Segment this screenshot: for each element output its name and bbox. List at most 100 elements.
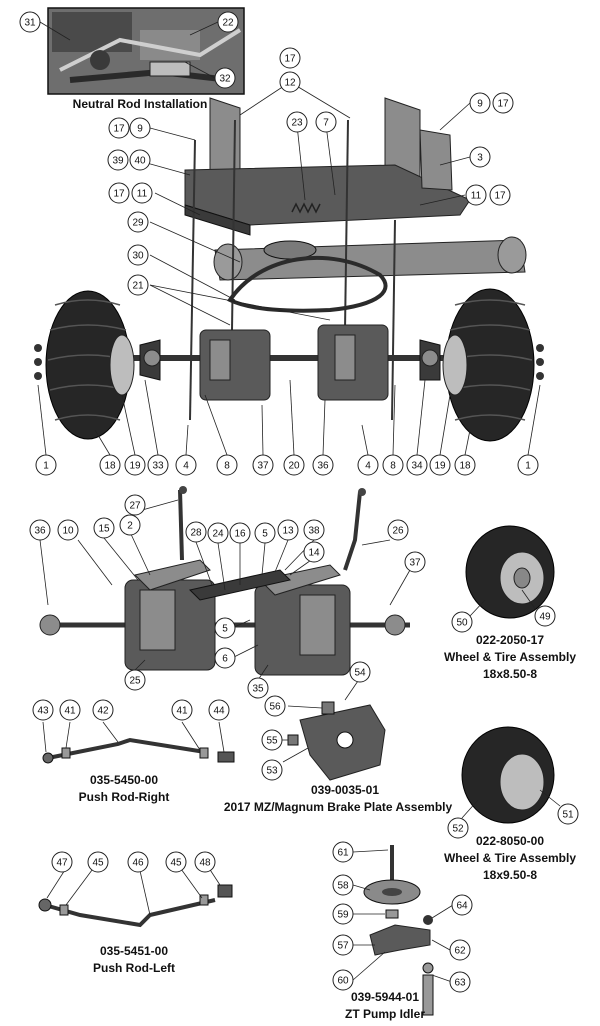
callout-9: 9 [129, 117, 151, 139]
callout-number: 38 [308, 526, 320, 537]
callout-number: 54 [354, 668, 366, 679]
callout-44: 44 [208, 699, 230, 721]
callout-number: 61 [337, 848, 349, 859]
callout-33: 33 [147, 454, 169, 476]
callout-37: 37 [252, 454, 274, 476]
callout-number: 59 [337, 910, 349, 921]
callout-17: 17 [108, 182, 130, 204]
callout-23: 23 [286, 111, 308, 133]
callout-5: 5 [254, 522, 276, 544]
callout-22: 22 [217, 11, 239, 33]
push-rod-right-graphic [42, 737, 235, 764]
callout-number: 32 [219, 74, 231, 85]
callout-45: 45 [165, 851, 187, 873]
caption-pushrod-left-name: Push Rod-Left [93, 961, 175, 975]
callout-19: 19 [124, 454, 146, 476]
callout-14: 14 [303, 541, 325, 563]
callout-30: 30 [127, 244, 149, 266]
callout-47: 47 [51, 851, 73, 873]
callout-16: 16 [229, 522, 251, 544]
callout-1: 1 [517, 454, 539, 476]
callout-number: 1 [43, 461, 49, 472]
callout-39: 39 [107, 149, 129, 171]
pump-idler-graphic [363, 845, 434, 1016]
callout-number: 26 [392, 526, 404, 537]
callout-63: 63 [449, 971, 471, 993]
callout-number: 53 [266, 766, 278, 777]
callout-number: 56 [269, 702, 281, 713]
callout-13: 13 [277, 519, 299, 541]
callout-number: 62 [454, 946, 466, 957]
neutral-rod-inset [47, 7, 245, 95]
callout-3: 3 [469, 146, 491, 168]
caption-wheel2-size: 18x9.50-8 [483, 868, 537, 882]
callout-12: 12 [279, 71, 301, 93]
callout-50: 50 [451, 611, 473, 633]
callout-11: 11 [465, 184, 487, 206]
wheel-assembly-2-graphic [461, 726, 555, 824]
wheel-assembly-1-graphic [465, 525, 555, 619]
callout-49: 49 [534, 605, 556, 627]
callout-number: 3 [477, 153, 483, 164]
callout-34: 34 [406, 454, 428, 476]
caption-wheel1-name: Wheel & Tire Assembly [444, 650, 576, 664]
callout-number: 49 [539, 612, 551, 623]
exploded-transmission [39, 486, 410, 676]
callout-21: 21 [127, 274, 149, 296]
callout-64: 64 [451, 894, 473, 916]
caption-wheel2-part: 022-8050-00 [476, 834, 544, 848]
caption-pushrod-left-part: 035-5451-00 [100, 944, 168, 958]
callout-number: 27 [129, 501, 141, 512]
captions: Neutral Rod Installation 022-2050-17 Whe… [73, 97, 577, 1021]
callout-number: 44 [213, 706, 225, 717]
callout-number: 4 [183, 461, 189, 472]
callout-9: 9 [469, 92, 491, 114]
callout-number: 39 [112, 156, 124, 167]
callout-number: 45 [170, 858, 182, 869]
callout-number: 17 [494, 191, 506, 202]
callout-36: 36 [312, 454, 334, 476]
callout-35: 35 [247, 677, 269, 699]
callout-19: 19 [429, 454, 451, 476]
callout-number: 25 [129, 676, 141, 687]
callout-6: 6 [214, 647, 236, 669]
callout-8: 8 [216, 454, 238, 476]
callout-number: 17 [113, 189, 125, 200]
callout-17: 17 [489, 184, 511, 206]
callout-number: 9 [477, 99, 483, 110]
callout-number: 36 [34, 526, 46, 537]
callout-number: 20 [288, 461, 300, 472]
callout-number: 13 [282, 526, 294, 537]
caption-idler-part: 039-5944-01 [351, 990, 419, 1004]
callout-26: 26 [387, 519, 409, 541]
callout-number: 34 [411, 461, 423, 472]
callout-15: 15 [93, 517, 115, 539]
callout-number: 4 [365, 461, 371, 472]
callout-11: 11 [131, 182, 153, 204]
callout-2: 2 [119, 514, 141, 536]
callout-number: 48 [199, 858, 211, 869]
callout-38: 38 [303, 519, 325, 541]
callout-54: 54 [349, 661, 371, 683]
callout-number: 43 [37, 706, 49, 717]
callout-number: 17 [284, 54, 296, 65]
callout-31: 31 [19, 11, 41, 33]
callout-number: 5 [262, 529, 268, 540]
callout-number: 2 [127, 521, 133, 532]
callout-number: 37 [409, 558, 421, 569]
callout-number: 41 [176, 706, 188, 717]
callout-40: 40 [129, 149, 151, 171]
callout-51: 51 [557, 803, 579, 825]
callout-number: 10 [62, 526, 74, 537]
left-drive-wheel [34, 290, 135, 440]
caption-idler-name: ZT Pump Idler [345, 1007, 425, 1021]
caption-wheel2-name: Wheel & Tire Assembly [444, 851, 576, 865]
callout-4: 4 [357, 454, 379, 476]
callout-58: 58 [332, 874, 354, 896]
callout-number: 55 [266, 736, 278, 747]
callout-59: 59 [332, 903, 354, 925]
callout-number: 21 [132, 281, 144, 292]
callout-number: 45 [92, 858, 104, 869]
